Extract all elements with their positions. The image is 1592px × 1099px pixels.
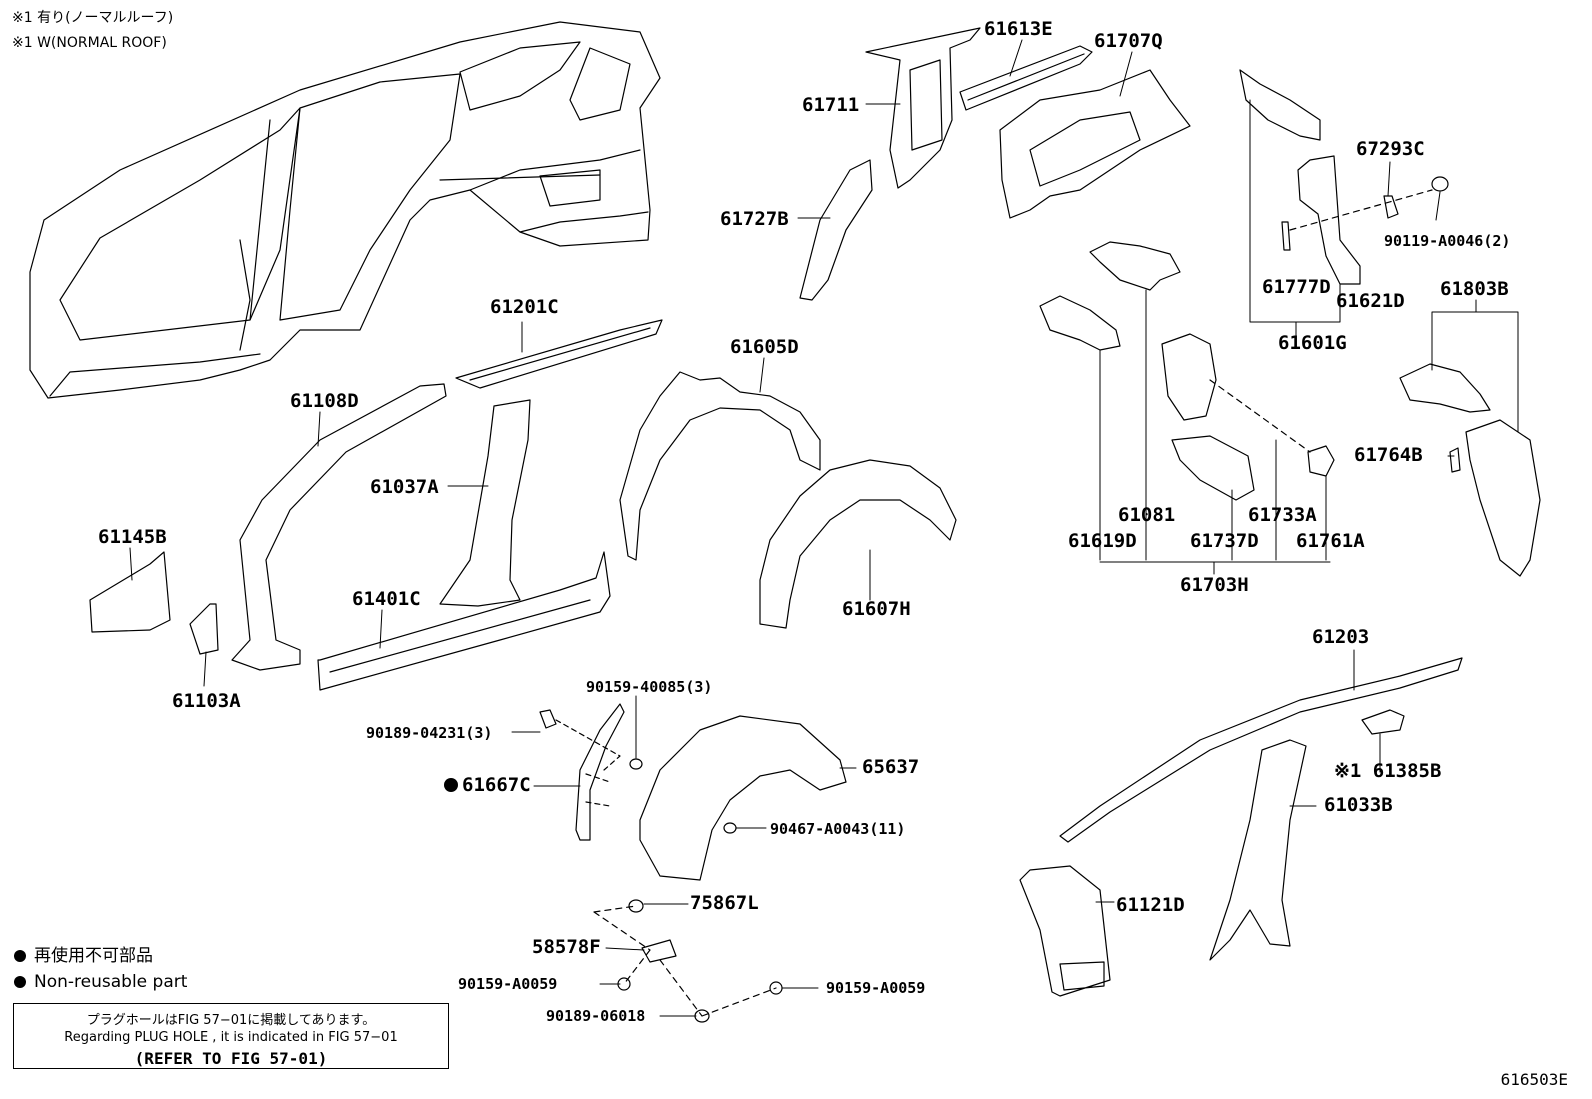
legend-jp: 再使用不可部品 <box>14 948 153 965</box>
part-75867L-shape <box>629 900 643 912</box>
label-90189-06018[interactable]: 90189-06018 <box>546 1007 646 1025</box>
part-61707Q-shape <box>1000 70 1190 218</box>
label-61145B[interactable]: 61145B <box>98 526 167 548</box>
label-61081[interactable]: 61081 <box>1118 504 1176 526</box>
label-61621D[interactable]: 61621D <box>1336 290 1405 312</box>
label-61601G[interactable]: 61601G <box>1278 332 1347 354</box>
label-61803B[interactable]: 61803B <box>1440 278 1509 300</box>
part-90159-40085-shape <box>630 759 642 769</box>
guide-lines-61667C <box>556 720 620 806</box>
label-61385B[interactable]: ※1 61385B <box>1334 760 1442 782</box>
part-61613E-shape <box>960 46 1092 110</box>
note-jp: ※1 有り(ノーマルルーフ) <box>12 10 174 26</box>
leader-lines <box>130 40 1518 1016</box>
part-61203-shape <box>1060 658 1462 842</box>
label-61108D[interactable]: 61108D <box>290 390 359 412</box>
label-61605D[interactable]: 61605D <box>730 336 799 358</box>
part-61803B-lower-shape <box>1466 420 1540 576</box>
label-61203[interactable]: 61203 <box>1312 626 1370 648</box>
label-61711[interactable]: 61711 <box>802 94 860 116</box>
label-61033B[interactable]: 61033B <box>1324 794 1393 816</box>
reference-jp: プラグホールはFIG 57−01に掲載してあります。 <box>86 1013 376 1028</box>
part-61033B-shape <box>1210 740 1306 960</box>
label-90467-A0043[interactable]: 90467-A0043(11) <box>770 820 906 838</box>
label-61733A[interactable]: 61733A <box>1248 504 1317 526</box>
part-61081-shape <box>1090 242 1180 290</box>
guide-line-90119 <box>1290 190 1432 230</box>
label-61761A[interactable]: 61761A <box>1296 530 1365 552</box>
part-61145B-shape <box>90 552 170 632</box>
part-61733A-shape <box>1162 334 1216 420</box>
part-65637-shape <box>640 716 846 880</box>
part-61777D-shape <box>1282 222 1290 250</box>
label-61777D[interactable]: 61777D <box>1262 276 1331 298</box>
part-61727B-shape <box>800 160 872 300</box>
part-90467-shape <box>724 823 736 833</box>
part-61201C-shape <box>456 320 662 388</box>
label-61667C[interactable]: 61667C <box>462 774 531 796</box>
legend-en: Non-reusable part <box>14 974 187 991</box>
part-61385B-shape <box>1362 710 1404 734</box>
guide-line-61761A <box>1210 380 1310 452</box>
label-61737D[interactable]: 61737D <box>1190 530 1259 552</box>
part-61667C-shape <box>576 704 624 840</box>
label-61703H[interactable]: 61703H <box>1180 574 1249 596</box>
part-61401C-shape <box>318 552 610 690</box>
part-61737D-shape <box>1172 436 1254 500</box>
guide-lines-fasteners <box>594 906 776 1016</box>
reference-box: プラグホールはFIG 57−01に掲載してあります。 Regarding PLU… <box>13 1003 449 1069</box>
part-61803B-upper-shape <box>1400 364 1490 412</box>
non-reusable-dot <box>444 778 458 792</box>
part-61108D-shape <box>232 384 446 670</box>
part-61121D-shape <box>1020 866 1110 996</box>
body-side-outer-panel <box>30 22 660 398</box>
label-90119-A0046[interactable]: 90119-A0046(2) <box>1384 232 1511 250</box>
reference-refer: (REFER TO FIG 57-01) <box>134 1049 328 1068</box>
part-61103A-shape <box>190 604 218 654</box>
label-61121D[interactable]: 61121D <box>1116 894 1185 916</box>
label-90189-04231[interactable]: 90189-04231(3) <box>366 724 493 742</box>
part-61601G-upper-shape <box>1240 70 1320 140</box>
label-61764B[interactable]: 61764B <box>1354 444 1423 466</box>
part-61711-shape <box>866 28 980 188</box>
label-75867L[interactable]: 75867L <box>690 892 759 914</box>
part-61761A-shape <box>1308 446 1334 476</box>
label-61727B[interactable]: 61727B <box>720 208 789 230</box>
part-61037A-shape <box>440 400 530 606</box>
part-67293C-shape <box>1384 196 1398 218</box>
label-90159-A0059-right[interactable]: 90159-A0059 <box>826 979 926 997</box>
legend-dot-icon <box>14 976 26 988</box>
label-58578F[interactable]: 58578F <box>532 936 601 958</box>
label-61607H[interactable]: 61607H <box>842 598 911 620</box>
legend-dot-icon <box>14 950 26 962</box>
part-58578F-shape <box>642 940 676 962</box>
part-61605D-shape <box>620 372 820 560</box>
label-67293C[interactable]: 67293C <box>1356 138 1425 160</box>
part-61764B-shape <box>1450 448 1460 472</box>
reference-en: Regarding PLUG HOLE , it is indicated in… <box>64 1030 398 1045</box>
label-90159-A0059-left[interactable]: 90159-A0059 <box>458 975 558 993</box>
part-90119-shape <box>1432 177 1448 191</box>
label-90159-40085[interactable]: 90159-40085(3) <box>586 678 713 696</box>
part-61619D-shape <box>1040 296 1120 350</box>
label-61619D[interactable]: 61619D <box>1068 530 1137 552</box>
label-61401C[interactable]: 61401C <box>352 588 421 610</box>
label-61037A[interactable]: 61037A <box>370 476 439 498</box>
label-65637[interactable]: 65637 <box>862 756 920 778</box>
label-61201C[interactable]: 61201C <box>490 296 559 318</box>
label-61103A[interactable]: 61103A <box>172 690 241 712</box>
figure-id: 616503E <box>1500 1070 1568 1089</box>
note-en: ※1 W(NORMAL ROOF) <box>12 35 167 51</box>
label-61613E[interactable]: 61613E <box>984 18 1053 40</box>
part-61607H-shape <box>760 460 956 628</box>
part-90189-04231-shape <box>540 710 556 728</box>
part-61621D-shape <box>1298 156 1360 284</box>
label-61707Q[interactable]: 61707Q <box>1094 30 1163 52</box>
